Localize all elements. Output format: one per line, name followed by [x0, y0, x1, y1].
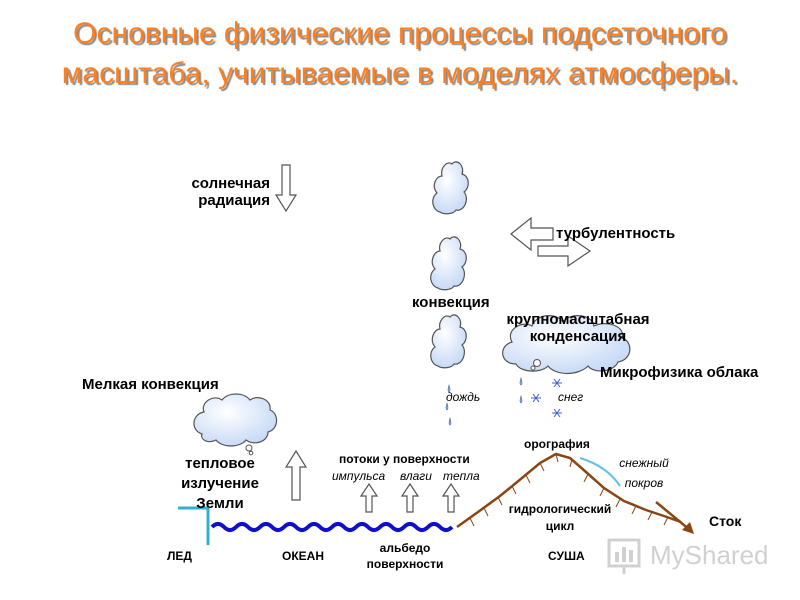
surface-fluxes-label: потоки у поверхности: [339, 452, 470, 466]
thermal-radiation-line-1: тепловое: [185, 455, 255, 472]
convection-plume-bottom: [430, 314, 467, 369]
mountain-hatching: [469, 453, 669, 527]
solar-radiation-arrow: [274, 164, 298, 213]
shallow-convection-cloud: [193, 393, 278, 447]
solar-radiation-line-1: солнечная: [191, 175, 270, 192]
heat-label: тепла: [443, 469, 480, 483]
condensation-cloud: [502, 315, 631, 375]
snow-label: снег: [558, 390, 584, 404]
snow-cover-label: снежный покров: [606, 453, 682, 493]
surface-flux-arrows: [359, 482, 461, 513]
albedo-line-1: альбедо: [379, 541, 431, 555]
moisture-label: влаги: [400, 469, 432, 483]
snow-cover-line-1: снежный: [619, 456, 669, 470]
watermark-text: MyShared: [650, 540, 769, 570]
title-line-1: Основные физические процессы подсеточног…: [73, 17, 727, 50]
watermark: MyShared: [606, 536, 769, 576]
watermark-logo-icon: [607, 538, 641, 574]
rain-label: дождь: [446, 390, 481, 404]
hydrological-cycle-line-1: гидрологический: [508, 502, 612, 516]
turbulence-label: турбулентность: [556, 225, 676, 242]
condensation-line-1: крупномасштабная: [506, 311, 650, 328]
thermal-radiation-arrow: [284, 449, 308, 501]
momentum-label: импульса: [332, 469, 386, 483]
rain-drops: [445, 377, 523, 426]
hydrological-cycle-line-2: цикл: [545, 519, 575, 533]
snowflakes: [531, 378, 562, 418]
large-scale-condensation-label: крупномасштабная конденсация: [488, 311, 668, 345]
thermal-radiation-label: тепловое излучение Земли: [160, 454, 280, 514]
shallow-convection-label: Мелкая конвекция: [82, 376, 219, 393]
runoff-label: Сток: [709, 513, 742, 529]
title-line-2: масштаба, учитываемые в моделях атмосфер…: [61, 57, 739, 90]
orography-label: орография: [524, 437, 590, 451]
mountain-profile: [456, 452, 682, 529]
condensation-line-2: конденсация: [529, 328, 627, 345]
convection-plume-middle: [430, 236, 467, 291]
thermal-radiation-line-3: Земли: [196, 495, 244, 512]
albedo-line-2: поверхности: [366, 557, 444, 571]
hydrological-cycle-label: гидрологический цикл: [500, 501, 620, 535]
thermal-radiation-line-2: излучение: [181, 475, 259, 492]
ocean-label: ОКЕАН: [282, 549, 324, 563]
land-label: СУША: [548, 549, 585, 563]
cloud-microphysics-label: Микрофизика облака: [600, 364, 759, 381]
solar-radiation-line-2: радиация: [198, 192, 270, 209]
runoff-arrow: [655, 501, 691, 531]
ocean-waves: [210, 522, 454, 532]
ice-label: ЛЕД: [167, 549, 192, 563]
slide-title: Основные физические процессы подсеточног…: [0, 14, 800, 94]
convection-label: конвекция: [412, 294, 490, 311]
ice-shape: [178, 506, 210, 545]
solar-radiation-label: солнечная радиация: [160, 175, 270, 209]
albedo-label: альбедо поверхности: [350, 540, 460, 572]
turbulence-arrow: [510, 216, 554, 252]
snow-cover-line-2: покров: [624, 476, 664, 490]
convection-plume-top: [432, 161, 469, 215]
snow-cover-line: [579, 457, 621, 487]
